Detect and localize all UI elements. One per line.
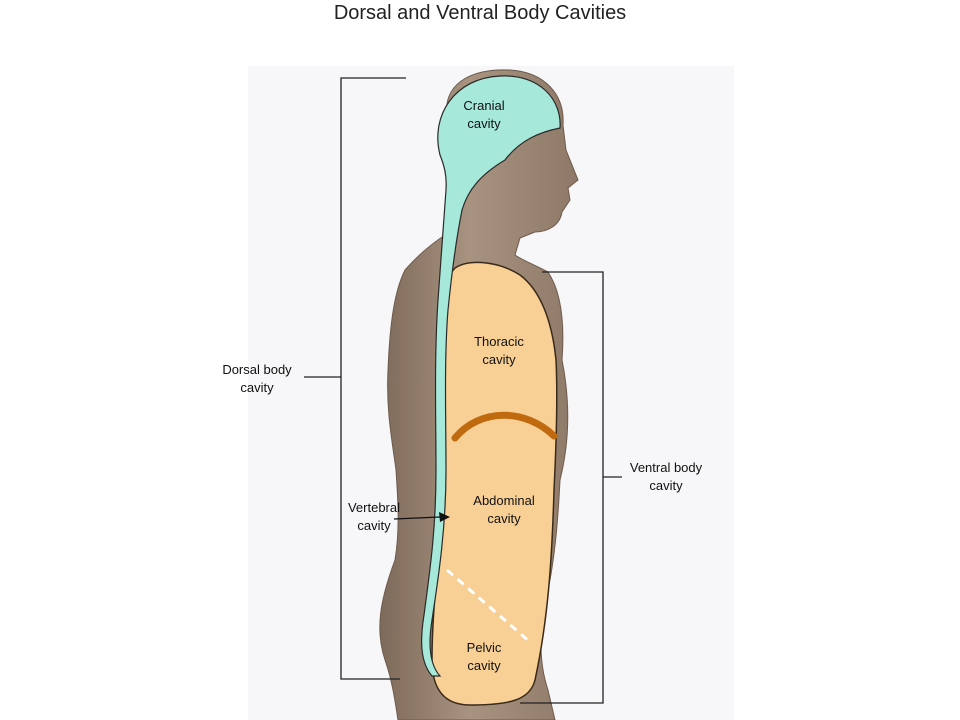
dorsal-bracket bbox=[304, 77, 406, 680]
pelvic-boundary-line bbox=[446, 568, 531, 644]
ventral-bracket bbox=[520, 271, 622, 704]
label-abdominal-cavity: Abdominal cavity bbox=[473, 493, 535, 526]
label-thoracic-cavity: Thoracic cavity bbox=[474, 334, 524, 367]
label-ventral-body-cavity: Ventral body cavity bbox=[629, 460, 703, 493]
label-dorsal-body-cavity: Dorsal body cavity bbox=[222, 362, 292, 395]
vertebral-arrow bbox=[393, 512, 450, 522]
dorsal-cavity-shape bbox=[421, 75, 561, 677]
label-pelvic-cavity: Pelvic cavity bbox=[466, 640, 502, 673]
diagram-title: Dorsal and Ventral Body Cavities bbox=[333, 2, 627, 24]
label-cranial-cavity: Cranial cavity bbox=[463, 98, 505, 131]
diaphragm bbox=[451, 411, 558, 442]
label-vertebral-cavity: Vertebral cavity bbox=[347, 500, 401, 533]
